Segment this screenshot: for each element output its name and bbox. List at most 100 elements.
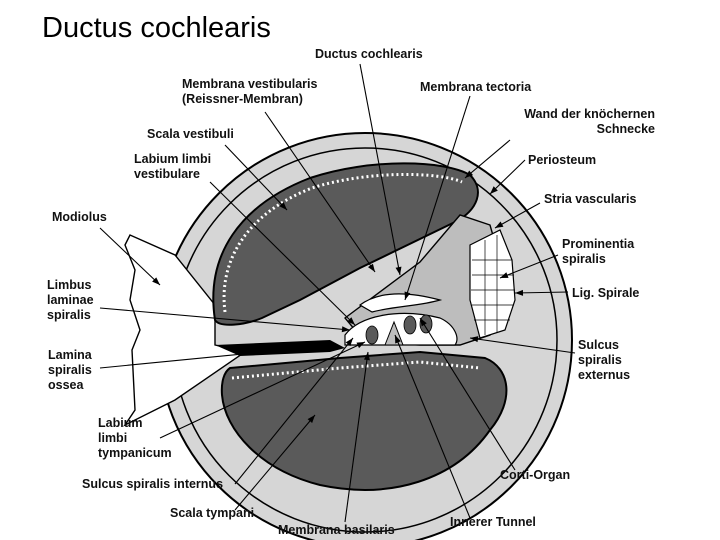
leader-prominentia	[499, 254, 559, 279]
leader-sulcus-internus	[234, 337, 354, 485]
label-stria: Stria vascularis	[544, 192, 636, 206]
label-periosteum: Periosteum	[528, 153, 596, 167]
arrowhead-prominentia	[500, 272, 509, 278]
leader-membrana-tectoria	[404, 95, 471, 301]
label-line: Limbus	[47, 278, 91, 292]
membrana-tectoria	[358, 293, 443, 313]
arrowhead-limbus	[341, 326, 350, 333]
leader-labium-vestibulare	[209, 181, 356, 326]
label-line: spiralis	[48, 363, 92, 377]
label-corti: Corti-Organ	[500, 468, 570, 482]
arrowhead-lamina	[326, 342, 335, 349]
arrowhead-ductus	[395, 266, 402, 275]
arrowhead-stria	[495, 221, 504, 228]
arrowhead-periosteum	[490, 186, 498, 194]
label-membrana-basilaris: Membrana basilaris	[278, 523, 395, 537]
label-line: Schnecke	[597, 122, 655, 136]
leader-limbus	[99, 307, 351, 331]
label-line: Membrana tectoria	[420, 80, 532, 94]
arrowhead-modiolus	[152, 277, 160, 285]
label-line: Wand der knöchernen	[524, 107, 655, 121]
label-line: laminae	[47, 293, 94, 307]
label-line: vestibulare	[134, 167, 200, 181]
label-line: spiralis	[562, 252, 606, 266]
leader-lig-spirale	[514, 291, 569, 294]
label-lig-spirale: Lig. Spirale	[572, 286, 639, 300]
leader-wand	[464, 139, 511, 179]
arrowhead-corti	[420, 318, 427, 327]
label-line: Labium	[98, 416, 142, 430]
label-line: tympanicum	[98, 446, 172, 460]
leader-membrana-basilaris	[344, 351, 369, 523]
label-line: spiralis	[578, 353, 622, 367]
label-line: Corti-Organ	[500, 468, 570, 482]
arrowhead-sulcus-externus	[470, 336, 479, 343]
leader-ductus	[359, 63, 401, 276]
ligamentum-spirale	[469, 229, 516, 339]
label-innerer-tunnel: Innerer Tunnel	[450, 515, 536, 529]
leader-scala-tympani	[234, 414, 316, 511]
label-line: ossea	[48, 378, 84, 392]
label-line: Sulcus	[578, 338, 619, 352]
label-line: Lig. Spirale	[572, 286, 639, 300]
label-membrana-vestibularis: Membrana vestibularis(Reissner-Membran)	[182, 77, 318, 106]
label-line: Membrana basilaris	[278, 523, 395, 537]
label-modiolus: Modiolus	[52, 210, 107, 224]
label-line: Modiolus	[52, 210, 107, 224]
label-line: Labium limbi	[134, 152, 211, 166]
hair-cell	[419, 314, 433, 334]
label-line: (Reissner-Membran)	[182, 92, 303, 106]
hair-cells	[365, 314, 433, 345]
label-line: Scala vestibuli	[147, 127, 234, 141]
scala-vestibuli-cell-layer	[222, 172, 463, 313]
label-line: Innerer Tunnel	[450, 515, 536, 529]
cochlea-cross-section	[122, 132, 573, 540]
leader-lamina	[99, 344, 336, 369]
leader-corti	[419, 317, 516, 471]
leader-scala-vestibuli	[224, 144, 288, 211]
label-line: limbi	[98, 431, 127, 445]
leader-modiolus	[99, 227, 161, 286]
slide-title: Ductus cochlearis	[42, 12, 271, 44]
label-membrana-tectoria: Membrana tectoria	[420, 80, 532, 94]
leader-labium-tympanicum	[159, 341, 366, 439]
label-line: externus	[578, 368, 630, 382]
leader-periosteum	[489, 159, 526, 195]
arrowhead-labium-vestibulare	[347, 317, 355, 325]
leader-innerer-tunnel	[394, 334, 471, 519]
label-ductus: Ductus cochlearis	[315, 47, 423, 61]
label-line: Sulcus spiralis internus	[82, 477, 223, 491]
arrowhead-innerer-tunnel	[395, 335, 401, 344]
label-line: Stria vascularis	[544, 192, 636, 206]
arrowhead-scala-tympani	[307, 415, 315, 424]
scala-tympani	[220, 350, 508, 491]
leader-membrana-vestibularis	[264, 111, 376, 273]
label-line: spiralis	[47, 308, 91, 322]
label-line: Membrana vestibularis	[182, 77, 318, 91]
arrowhead-scala-vestibuli	[279, 202, 287, 210]
label-sulcus-internus: Sulcus spiralis internus	[82, 477, 223, 491]
leader-sulcus-externus	[469, 337, 576, 354]
label-line: Prominentia	[562, 237, 635, 251]
arrowhead-sulcus-internus	[345, 338, 353, 347]
hair-cell	[403, 315, 417, 335]
arrowhead-wand	[465, 170, 474, 178]
arrowhead-membrana-vestibularis	[367, 263, 375, 272]
label-scala-vestibuli: Scala vestibuli	[147, 127, 234, 141]
label-line: Periosteum	[528, 153, 596, 167]
arrowhead-lig-spirale	[515, 289, 524, 296]
leader-stria	[494, 202, 541, 229]
scala-vestibuli	[212, 162, 479, 326]
arrowhead-labium-tympanicum	[356, 342, 365, 349]
arrowhead-membrana-basilaris	[363, 352, 370, 361]
label-line: Ductus cochlearis	[315, 47, 423, 61]
